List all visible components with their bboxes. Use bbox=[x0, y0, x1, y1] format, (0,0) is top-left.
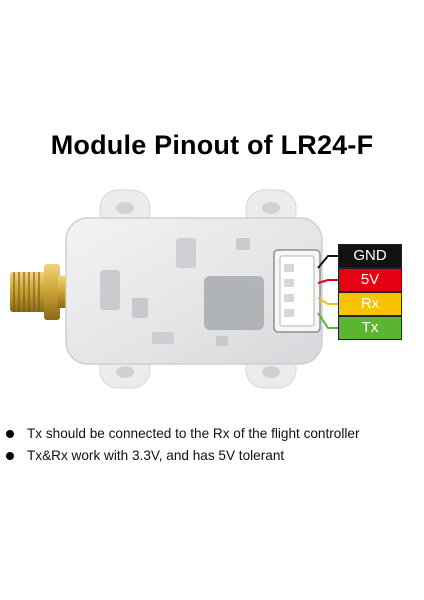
note-text: Tx&Rx work with 3.3V, and has 5V toleran… bbox=[27, 448, 285, 463]
wire-gnd bbox=[317, 255, 338, 269]
note-item: Tx&Rx work with 3.3V, and has 5V toleran… bbox=[6, 445, 424, 467]
note-item: Tx should be connected to the Rx of the … bbox=[6, 423, 424, 445]
pin-wires bbox=[317, 255, 338, 329]
wire-tx bbox=[317, 312, 338, 329]
pin-connector bbox=[273, 249, 321, 333]
diagram-title: Module Pinout of LR24-F bbox=[50, 130, 374, 160]
pcb-components bbox=[100, 238, 264, 346]
antenna-connector bbox=[10, 264, 70, 320]
notes-list: Tx should be connected to the Rx of the … bbox=[6, 423, 424, 467]
pin-label-rx: Rx bbox=[338, 292, 402, 316]
pin-label-tx: Tx bbox=[338, 316, 402, 340]
pin-label-5v: 5V bbox=[338, 268, 402, 292]
wire-5v bbox=[317, 279, 338, 284]
wire-rx bbox=[317, 297, 338, 305]
module-illustration bbox=[10, 189, 338, 389]
pin-label-gnd: GND bbox=[338, 244, 402, 268]
bullet-icon bbox=[6, 452, 14, 460]
bullet-icon bbox=[6, 430, 14, 438]
note-text: Tx should be connected to the Rx of the … bbox=[27, 426, 360, 441]
